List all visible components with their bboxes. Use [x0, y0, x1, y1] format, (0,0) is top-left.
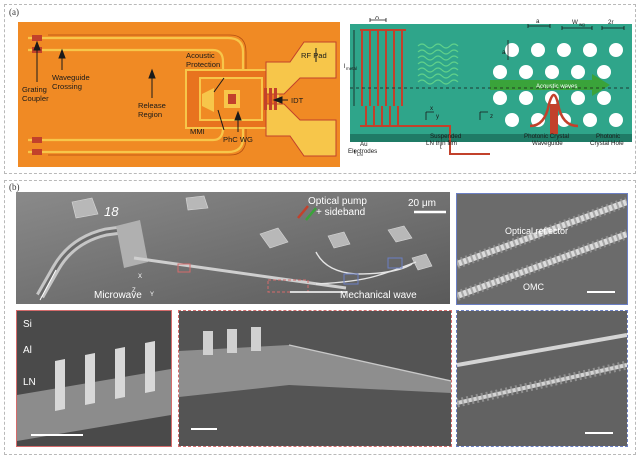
sem-box-blue-2: [387, 257, 403, 269]
taper-highlight: [288, 344, 451, 382]
label-crossing-1: Waveguide: [52, 73, 90, 82]
si-label: Si: [23, 319, 32, 330]
schematic-figure: Acoustic waves Λ l metal a W wg 2r a x y…: [344, 16, 632, 157]
optical-pump-1: Optical pump: [308, 196, 367, 207]
phc-cavity-core: [228, 94, 236, 104]
au-electrodes: [360, 29, 490, 155]
label-l-metal: l: [344, 63, 345, 70]
label-wwg: W: [572, 19, 578, 26]
phc-holes: [493, 43, 623, 127]
device-layout-figure: Grating Coupler Waveguide Crossing Relea…: [18, 22, 340, 167]
chip-number: 18: [104, 204, 119, 219]
sem-waveguide: [133, 256, 347, 290]
pump-arrows: [297, 205, 317, 221]
label-grating-1: Grating: [22, 85, 47, 94]
panel-a-label: (a): [9, 7, 19, 17]
label-protection-1: Acoustic: [186, 51, 215, 60]
microwave-arrow: [39, 269, 57, 301]
taper-electrodes: [203, 327, 261, 355]
omc-upper-beam: [457, 333, 627, 367]
schematic-labels: Λ l metal a W wg 2r a x y z t t LN Au El…: [344, 16, 624, 157]
omc-lower-teeth: [457, 360, 627, 408]
acoustic-waves-arrow: [490, 74, 610, 96]
label-release-2: Region: [138, 110, 162, 119]
acoustic-waves-label: Acoustic waves: [536, 84, 577, 90]
sem-inset-optical-reflector: Optical reflector OMC: [456, 193, 628, 305]
label-x-axis: x: [430, 105, 434, 112]
optical-pump-2: + sideband: [316, 207, 365, 218]
label-phc-wg: PhC WG: [223, 135, 253, 144]
ln-slab: [17, 369, 171, 441]
sem-pads: [71, 195, 433, 271]
dimension-marks: [353, 18, 625, 106]
label-l-metal-sub: metal: [346, 66, 357, 71]
axis-x: X: [138, 274, 142, 280]
mode-source: [550, 104, 558, 134]
label-release-1: Release: [138, 101, 166, 110]
sem-ground-plane: [116, 220, 148, 268]
sem-box-blue-1: [343, 273, 359, 285]
label-a: a: [536, 18, 540, 25]
label-t-ln: t: [354, 149, 356, 156]
label-phc-wg-2: Waveguide: [532, 140, 563, 147]
mechanical-wave-label: Mechanical wave: [340, 290, 417, 301]
label-ln-2: LN thin film: [426, 140, 457, 147]
panel-b: (b): [4, 180, 636, 455]
mmi-shape: [202, 88, 214, 112]
rf-pad-lower: [265, 103, 337, 157]
panel-a: (a): [4, 4, 636, 174]
sem-box-red-1: [177, 263, 191, 273]
axis-glyphs: [425, 111, 488, 120]
al-electrodes: [55, 341, 155, 411]
optical-reflector-label: Optical reflector: [505, 226, 568, 236]
al-label: Al: [23, 345, 32, 356]
axis-y: Y: [150, 292, 154, 298]
sem-box-red-2: [267, 279, 309, 293]
label-au-2: Electrodes: [348, 148, 377, 155]
sem-inset-materials: Si Al LN: [16, 310, 172, 447]
label-t-ln-sub: LN: [357, 152, 363, 157]
chip-background: [18, 22, 340, 167]
idt-fingers: [264, 88, 277, 110]
label-rf-pad: RF Pad: [301, 51, 327, 60]
device-labels: Grating Coupler Waveguide Crossing Relea…: [22, 51, 327, 144]
taper-body: [179, 345, 451, 397]
label-idt: IDT: [291, 96, 304, 105]
label-y-axis: y: [436, 113, 440, 120]
label-2r: 2r: [608, 19, 614, 26]
sem-microwave-line-dark: [38, 226, 137, 297]
inset-br-background: [457, 311, 627, 446]
label-phc-hole-1: Photonic: [596, 133, 620, 140]
sem-overview: 18 Optical pump + sideband 20 μm Microwa…: [16, 192, 450, 304]
label-phc-hole-2: Crystal Hole: [590, 140, 624, 147]
ln-lower-shadow: [350, 134, 632, 142]
sem-labels: 18 Optical pump + sideband 20 μm Microwa…: [94, 196, 436, 301]
label-a-vertical: a: [502, 49, 506, 56]
ln-label: LN: [23, 377, 36, 388]
label-z-axis: z: [490, 113, 493, 120]
axis-z: Z: [132, 288, 136, 294]
sem-waveguide-right: [315, 261, 417, 285]
label-grating-2: Coupler: [22, 94, 49, 103]
label-protection-2: Protection: [186, 60, 220, 69]
sem-inset-omc: [456, 310, 628, 447]
mode-profile: [529, 93, 579, 128]
label-mmi: MMI: [190, 127, 205, 136]
omc-label: OMC: [523, 282, 544, 292]
label-ln-1: Suspended: [430, 133, 462, 140]
waveguide-dark-outline: [48, 34, 247, 156]
sem-inset-taper: [178, 310, 452, 447]
label-lambda: Λ: [375, 16, 380, 21]
label-wwg-sub: wg: [579, 22, 585, 27]
panel-b-label: (b): [9, 182, 20, 192]
label-phc-wg-1: Photonic Crystal: [524, 133, 569, 140]
acoustic-wave-lines: [417, 43, 459, 85]
scale-label: 20 μm: [408, 198, 436, 209]
label-au-1: Au: [360, 141, 368, 148]
microwave-label: Microwave: [94, 290, 142, 301]
callout-lines: [33, 40, 317, 132]
label-crossing-2: Crossing: [52, 82, 82, 91]
label-t-metal: t: [440, 144, 442, 151]
